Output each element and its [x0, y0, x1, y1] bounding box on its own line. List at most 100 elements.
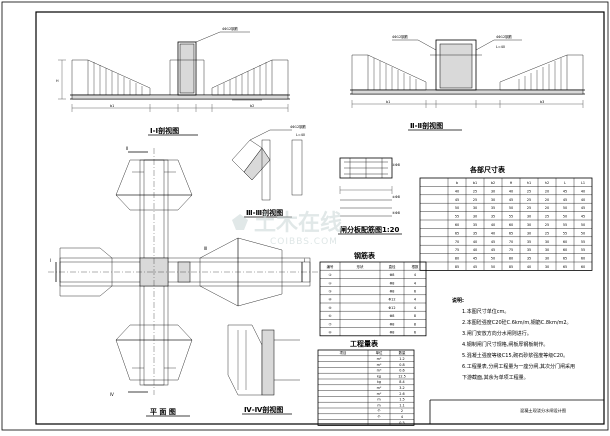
table-frame [317, 349, 415, 426]
table-cell: 35 [527, 248, 531, 252]
table-cell: 4 [414, 306, 416, 310]
table-cell: 6 [414, 331, 416, 335]
table-cell: m² [377, 392, 382, 396]
table-cell: 55 [581, 240, 585, 244]
title-block-text: 混凝土现浇分水闸设计图 [520, 407, 566, 414]
section-3-title: Ⅲ-Ⅲ剖视图 [246, 208, 283, 217]
table-cell: 8 [414, 322, 416, 326]
table-cell: 45 [563, 198, 567, 202]
gate-detail-callout-2: ②Φ8 [392, 195, 400, 199]
table-cell: 8.4 [399, 380, 404, 384]
table-cell: 50 [509, 206, 513, 210]
table-cell: 30 [545, 248, 549, 252]
table-header-cell: b2 [491, 181, 495, 185]
plan-mark-I-right: Ⅰ [304, 258, 305, 263]
table-cell: 55 [563, 231, 567, 235]
table-cell: 40 [455, 189, 459, 193]
section-4-drawing [227, 324, 300, 396]
table-cell: 2.6 [399, 392, 404, 396]
table-cell: m [377, 398, 381, 402]
table-cell: 80 [509, 257, 513, 261]
table-cell: 6 [414, 290, 416, 294]
table-cell: Φ8 [390, 322, 395, 326]
table-cell: 55 [455, 215, 459, 219]
table-cell: Φ8 [390, 290, 395, 294]
table-cell: Φ8 [390, 331, 395, 335]
qty-table-title: 工程量表 [350, 339, 379, 348]
table-cell: 40 [491, 231, 495, 235]
table-cell: 35 [527, 240, 531, 244]
table-cell: 30 [473, 206, 477, 210]
gate-detail-title: 闸分板配筋图1:20 [340, 225, 400, 234]
table-cell: ⑤ [328, 306, 331, 310]
note-line: 6.工程量表,分闸工程量为一座分闸,其次分门闸采用 [462, 363, 575, 370]
table-cell: 55 [581, 248, 585, 252]
inner-border [35, 11, 605, 425]
table-cell: 25 [527, 198, 531, 202]
table-cell: 1.1 [399, 403, 404, 407]
table-cell: ② [328, 281, 331, 285]
table-cell: 4 [414, 298, 416, 302]
plan-mark-III: Ⅲ [204, 246, 207, 251]
table-cell: 2 [401, 409, 403, 413]
table-cell: 45 [509, 198, 513, 202]
table-header-cell: 根数 [412, 264, 419, 269]
table-cell: 20 [545, 206, 549, 210]
table-header-cell: b1 [473, 181, 477, 185]
table-cell: 1.2 [399, 357, 404, 361]
note-line: 3.闸门安放方向分水闸则进行。 [462, 330, 532, 337]
table-cell: 8 [414, 314, 416, 318]
section-2-title: Ⅱ-Ⅱ剖视图 [410, 121, 443, 130]
table-header-cell: 直径 [389, 264, 396, 269]
table-cell: 25 [527, 206, 531, 210]
table-cell: 85 [455, 265, 459, 269]
table-cell: 个 [377, 408, 381, 413]
table-cell: 65 [563, 265, 567, 269]
table-cell: 0.5 [399, 421, 404, 425]
section-3-callout: 4Φ12钢筋 [290, 124, 307, 129]
section-1-dim-b1: b1 [110, 104, 114, 108]
table-cell: ⑥ [328, 314, 331, 318]
notes-title: 说明: [452, 297, 464, 304]
table-cell: Φ12 [389, 306, 396, 310]
table-cell: 0.8 [399, 363, 404, 367]
table-cell: 45 [491, 240, 495, 244]
table-cell: ⑧ [328, 331, 331, 335]
table-header-cell: 单位 [376, 350, 383, 355]
table-cell: 1.5 [399, 398, 404, 402]
notes: 1.本图尺寸单位cm。2.本图砼强度C20砼C.6km/m,钢筋C.8km/m2… [462, 308, 575, 381]
table-cell: 25 [473, 189, 477, 193]
section-3-drawing [231, 129, 303, 201]
table-cell: 30 [527, 215, 531, 219]
size-table-title: 各部尺寸表 [469, 165, 506, 174]
table-cell: 60 [581, 265, 585, 269]
table-cell: 25 [545, 231, 549, 235]
note-line: 1.本图尺寸单位cm。 [462, 308, 509, 315]
table-cell: 30 [491, 189, 495, 193]
table-cell: 50 [455, 206, 459, 210]
table-header-cell: L [564, 181, 566, 185]
section-1-title: Ⅰ-Ⅰ剖视图 [150, 126, 179, 135]
table-cell: Φ8 [390, 314, 395, 318]
table-cell: 4 [414, 273, 416, 277]
table-cell: 40 [509, 189, 513, 193]
table-cell: ⑦ [328, 322, 331, 326]
table-cell: 30 [545, 240, 549, 244]
table-header-cell: b [456, 181, 458, 185]
table-cell: 50 [491, 257, 495, 261]
watermark-main: 土木在线 [254, 210, 342, 236]
plan-title: 平 面 图 [150, 407, 176, 416]
table-cell: 60 [509, 223, 513, 227]
table-cell: 60 [455, 223, 459, 227]
table-cell: 40 [527, 265, 531, 269]
table-cell: 45 [491, 248, 495, 252]
table-cell: 25 [527, 189, 531, 193]
table-cell: 45 [563, 189, 567, 193]
table-cell: m³ [377, 369, 382, 373]
table-cell: kg [377, 380, 381, 384]
table-cell: 20 [545, 189, 549, 193]
table-frame [319, 261, 427, 337]
